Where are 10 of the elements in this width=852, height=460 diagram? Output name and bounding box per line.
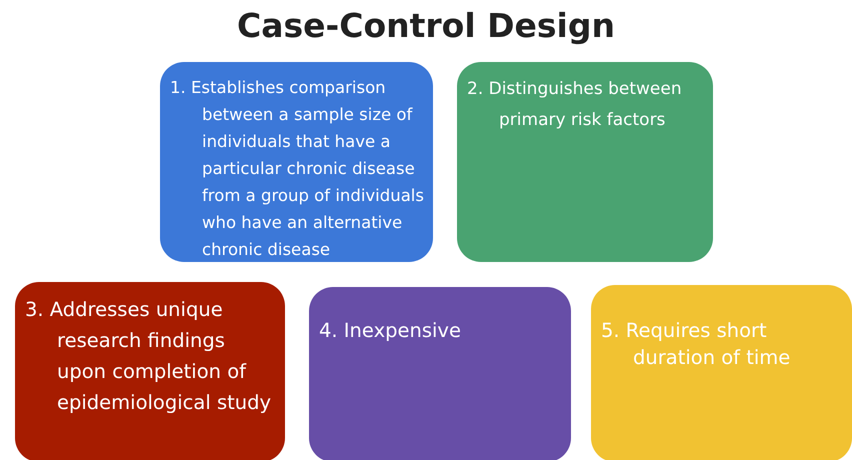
- text-card: [309, 287, 571, 460]
- text-card: [457, 62, 713, 262]
- text-card: [15, 282, 285, 460]
- card-text: 3. Addresses unique research findings upon completion of epidemiological study: [25, 297, 272, 416]
- text-card: [591, 285, 852, 460]
- card-text: 2. Distinguishes between primary risk factors: [467, 78, 683, 132]
- title: Case-Control Design: [236, 6, 616, 45]
- card-text: 5. Requires short duration of time: [601, 318, 792, 371]
- card-text: 4. Inexpensive: [319, 318, 462, 344]
- card-text: 1. Establishes comparison between a sample size of individuals that have a particular chronic disease from a group of individuals who have an alternative chronic disease: [170, 77, 425, 261]
